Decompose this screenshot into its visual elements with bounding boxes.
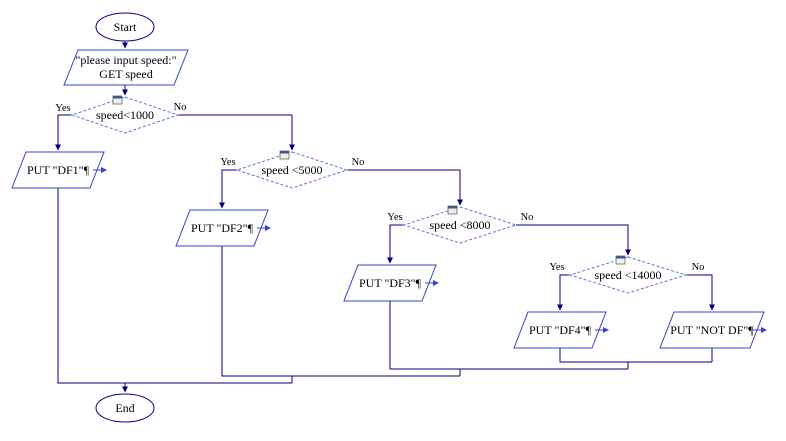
output-node-df4: PUT "DF4"¶ bbox=[513, 311, 609, 349]
decision4-condition: speed <14000 bbox=[594, 268, 661, 282]
output-node-df3: PUT "DF3"¶ bbox=[343, 264, 439, 302]
connector-decision1-no bbox=[178, 114, 295, 151]
decision3-condition: speed <8000 bbox=[429, 218, 490, 232]
decision3-yes-label: Yes bbox=[387, 212, 402, 223]
connector-df3-merge bbox=[389, 301, 628, 370]
connectors bbox=[55, 41, 715, 393]
decision-node-4: speed <14000 Yes No bbox=[549, 255, 705, 294]
decision4-yes-label: Yes bbox=[549, 262, 564, 273]
df3-label: PUT "DF3"¶ bbox=[359, 276, 422, 290]
connector-decision2-no bbox=[347, 169, 463, 206]
output-arrow-icon bbox=[93, 167, 107, 173]
decision4-diamond bbox=[568, 256, 688, 294]
decision-icon bbox=[615, 255, 626, 265]
input-parallelogram bbox=[63, 49, 189, 86]
output-arrow-icon bbox=[425, 280, 439, 286]
df2-parallelogram bbox=[175, 209, 269, 247]
df2-label: PUT "DF2"¶ bbox=[191, 221, 254, 235]
decision3-no-label: No bbox=[521, 212, 534, 223]
output-arrow-icon bbox=[753, 327, 767, 333]
output-arrow-icon bbox=[595, 327, 609, 333]
connector-df4-merge bbox=[559, 348, 712, 363]
df4-label: PUT "DF4"¶ bbox=[529, 323, 592, 337]
df1-parallelogram bbox=[11, 151, 105, 189]
connector-df1-merge bbox=[57, 188, 292, 384]
start-oval bbox=[95, 12, 155, 42]
output-node-df1: PUT "DF1"¶ bbox=[11, 151, 107, 189]
decision4-no-label: No bbox=[692, 262, 705, 273]
connector-decision4-no bbox=[686, 274, 715, 311]
end-label: End bbox=[115, 401, 134, 415]
decision-icon bbox=[279, 150, 290, 160]
decision2-no-label: No bbox=[352, 157, 365, 168]
output-node-df2: PUT "DF2"¶ bbox=[175, 209, 271, 247]
input-label-line1: "please input speed:" bbox=[75, 53, 176, 67]
notdf-label: PUT "NOT DF"¶ bbox=[670, 323, 754, 337]
decision-icon bbox=[447, 205, 458, 215]
output-arrow-icon bbox=[257, 225, 271, 231]
decision2-diamond bbox=[235, 151, 349, 189]
decision-node-1: speed<1000 Yes No bbox=[55, 95, 187, 134]
end-oval bbox=[95, 393, 155, 423]
decision-icon bbox=[112, 95, 123, 105]
decision-node-2: speed <5000 Yes No bbox=[220, 150, 365, 189]
connector-decision3-no bbox=[516, 224, 631, 256]
connector-decision1-yes bbox=[55, 114, 72, 151]
output-node-notdf: PUT "NOT DF"¶ bbox=[659, 311, 767, 349]
input-label-line2: GET speed bbox=[99, 67, 152, 81]
decision1-diamond bbox=[70, 96, 180, 134]
decision3-diamond bbox=[402, 206, 518, 244]
decision1-condition: speed<1000 bbox=[96, 108, 154, 122]
connector-decision4-yes bbox=[557, 274, 570, 311]
decision2-condition: speed <5000 bbox=[261, 163, 322, 177]
start-label: Start bbox=[114, 20, 137, 34]
df3-parallelogram bbox=[343, 264, 437, 302]
connector-df2-merge bbox=[221, 246, 460, 377]
start-node: Start bbox=[95, 12, 155, 42]
connector-decision2-yes bbox=[219, 169, 237, 209]
input-node: "please input speed:" GET speed bbox=[63, 49, 189, 86]
df4-parallelogram bbox=[513, 311, 607, 349]
end-node: End bbox=[95, 393, 155, 423]
df1-label: PUT "DF1"¶ bbox=[27, 163, 90, 177]
connector-decision3-yes bbox=[387, 224, 404, 264]
decision-node-3: speed <8000 Yes No bbox=[387, 205, 534, 244]
decision2-yes-label: Yes bbox=[220, 157, 235, 168]
notdf-parallelogram bbox=[659, 311, 765, 349]
decision1-no-label: No bbox=[174, 102, 187, 113]
decision1-yes-label: Yes bbox=[55, 103, 70, 114]
